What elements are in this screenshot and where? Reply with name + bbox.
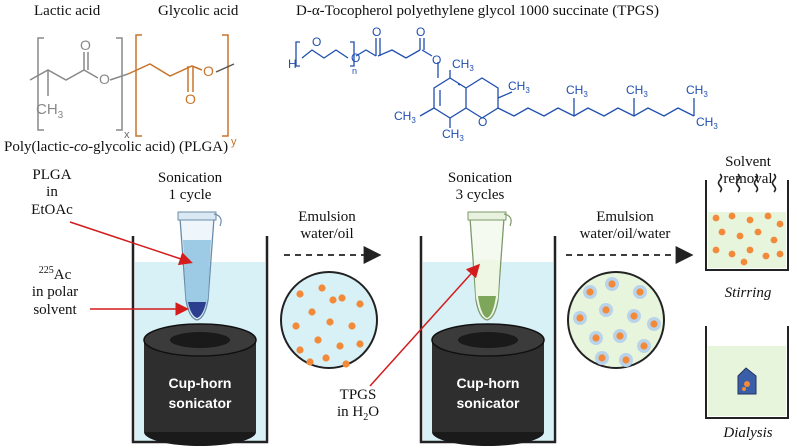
step1-sonicator-line1: Cup-horn bbox=[169, 375, 232, 391]
glycolic-acid-label: Glycolic acid bbox=[158, 3, 239, 19]
emulsion-wow-circle bbox=[567, 271, 665, 369]
step1-cup bbox=[131, 211, 269, 446]
step2-cup bbox=[419, 211, 557, 446]
step1-tube-cap-hinge bbox=[213, 213, 222, 227]
step2-tube-cap bbox=[467, 211, 507, 221]
plga-structure bbox=[29, 34, 235, 137]
tpgs-ch3-7: CH3 bbox=[686, 83, 708, 99]
stirring-label: Stirring bbox=[724, 285, 772, 301]
stirring-beaker bbox=[705, 173, 789, 271]
step2-sonicator-line2: sonicator bbox=[456, 395, 520, 411]
step2-sonicator-line1: Cup-horn bbox=[457, 375, 520, 391]
tpgs-atom-labels: H n O O O O O O CH3 CH3 CH3 CH3 CH3 CH3 … bbox=[288, 25, 718, 143]
glycolic-bracket-right bbox=[222, 34, 229, 137]
step1-tube-ac bbox=[188, 302, 206, 318]
plga-o-ester-1: O bbox=[99, 71, 110, 87]
plga-pointer-arrow bbox=[69, 221, 193, 266]
plga-o-carbonyl-1: O bbox=[80, 37, 91, 53]
plga-x-subscript: x bbox=[124, 129, 130, 141]
tpgs-pointer-arrow bbox=[369, 263, 481, 387]
plga-y-subscript: y bbox=[231, 136, 237, 148]
tpgs-ch3-5: CH3 bbox=[566, 83, 588, 99]
tpgs-title: D-α-Tocopherol polyethylene glycol 1000 … bbox=[296, 3, 659, 19]
dialysis-label: Dialysis bbox=[723, 425, 773, 441]
step2-tube-emulsion bbox=[478, 296, 496, 318]
tpgs-o-5: O bbox=[416, 25, 425, 39]
glycolic-bracket-left bbox=[135, 34, 142, 137]
plga-full-name: Poly(lactic-co-glycolic acid) (PLGA) bbox=[4, 139, 229, 155]
plga-o-carbonyl-2: O bbox=[185, 91, 196, 107]
lactic-bracket-right bbox=[116, 37, 123, 131]
tpgs-o-6: O bbox=[478, 115, 487, 129]
tpgs-n: n bbox=[352, 66, 357, 76]
tpgs-o-2: O bbox=[372, 25, 381, 39]
tpgs-structure bbox=[295, 38, 695, 128]
tpgs-o-1: O bbox=[312, 35, 321, 49]
tpgs-h: H bbox=[288, 57, 297, 71]
tpgs-ch3-6: CH3 bbox=[626, 83, 648, 99]
tpgs-ch3-3: CH3 bbox=[442, 127, 464, 143]
tpgs-ch3-8: CH3 bbox=[696, 115, 718, 131]
tpgs-ch3-2: CH3 bbox=[394, 109, 416, 125]
emulsion-wo-circle bbox=[280, 271, 378, 369]
lactic-bracket-left bbox=[37, 37, 44, 131]
tpgs-ch3-4: CH3 bbox=[508, 79, 530, 95]
dialysis-beaker bbox=[705, 326, 789, 419]
step1-tube-cap bbox=[177, 211, 217, 221]
plga-ch3: CH3 bbox=[36, 101, 64, 121]
tpgs-o-4: O bbox=[432, 53, 441, 67]
lactic-acid-label: Lactic acid bbox=[34, 3, 101, 19]
tpgs-o-3: O bbox=[351, 51, 360, 65]
tpgs-ch3-1: CH3 bbox=[452, 57, 474, 73]
step1-sonicator-line2: sonicator bbox=[168, 395, 232, 411]
vapor-squiggles bbox=[717, 173, 777, 193]
plga-o-ester-2: O bbox=[203, 63, 214, 79]
